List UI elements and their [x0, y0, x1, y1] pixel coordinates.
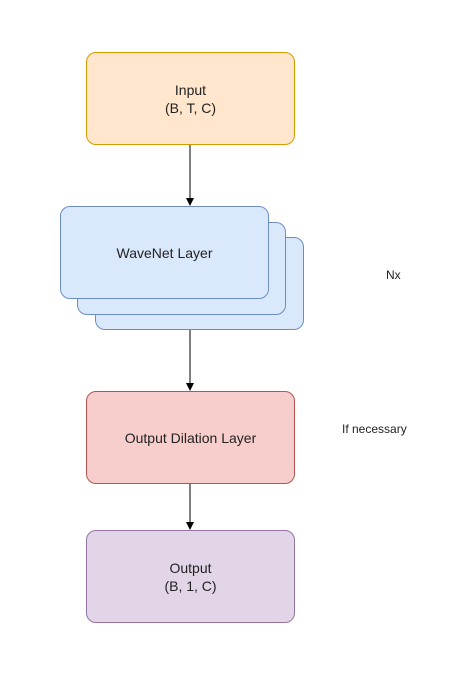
- input-node: Input (B, T, C): [86, 52, 295, 145]
- wavenet-layer-label: WaveNet Layer: [116, 244, 213, 261]
- input-node-shape: (B, T, C): [164, 99, 217, 116]
- input-node-title: Input: [174, 81, 207, 98]
- output-node-title: Output: [169, 559, 212, 576]
- conditional-annotation: If necessary: [342, 422, 407, 436]
- output-dilation-label: Output Dilation Layer: [124, 429, 257, 446]
- output-dilation-node: Output Dilation Layer: [86, 391, 295, 484]
- output-node: Output (B, 1, C): [86, 530, 295, 623]
- wavenet-layer-node: WaveNet Layer: [60, 206, 269, 299]
- repeat-annotation: Nx: [386, 268, 401, 282]
- output-node-shape: (B, 1, C): [164, 577, 217, 594]
